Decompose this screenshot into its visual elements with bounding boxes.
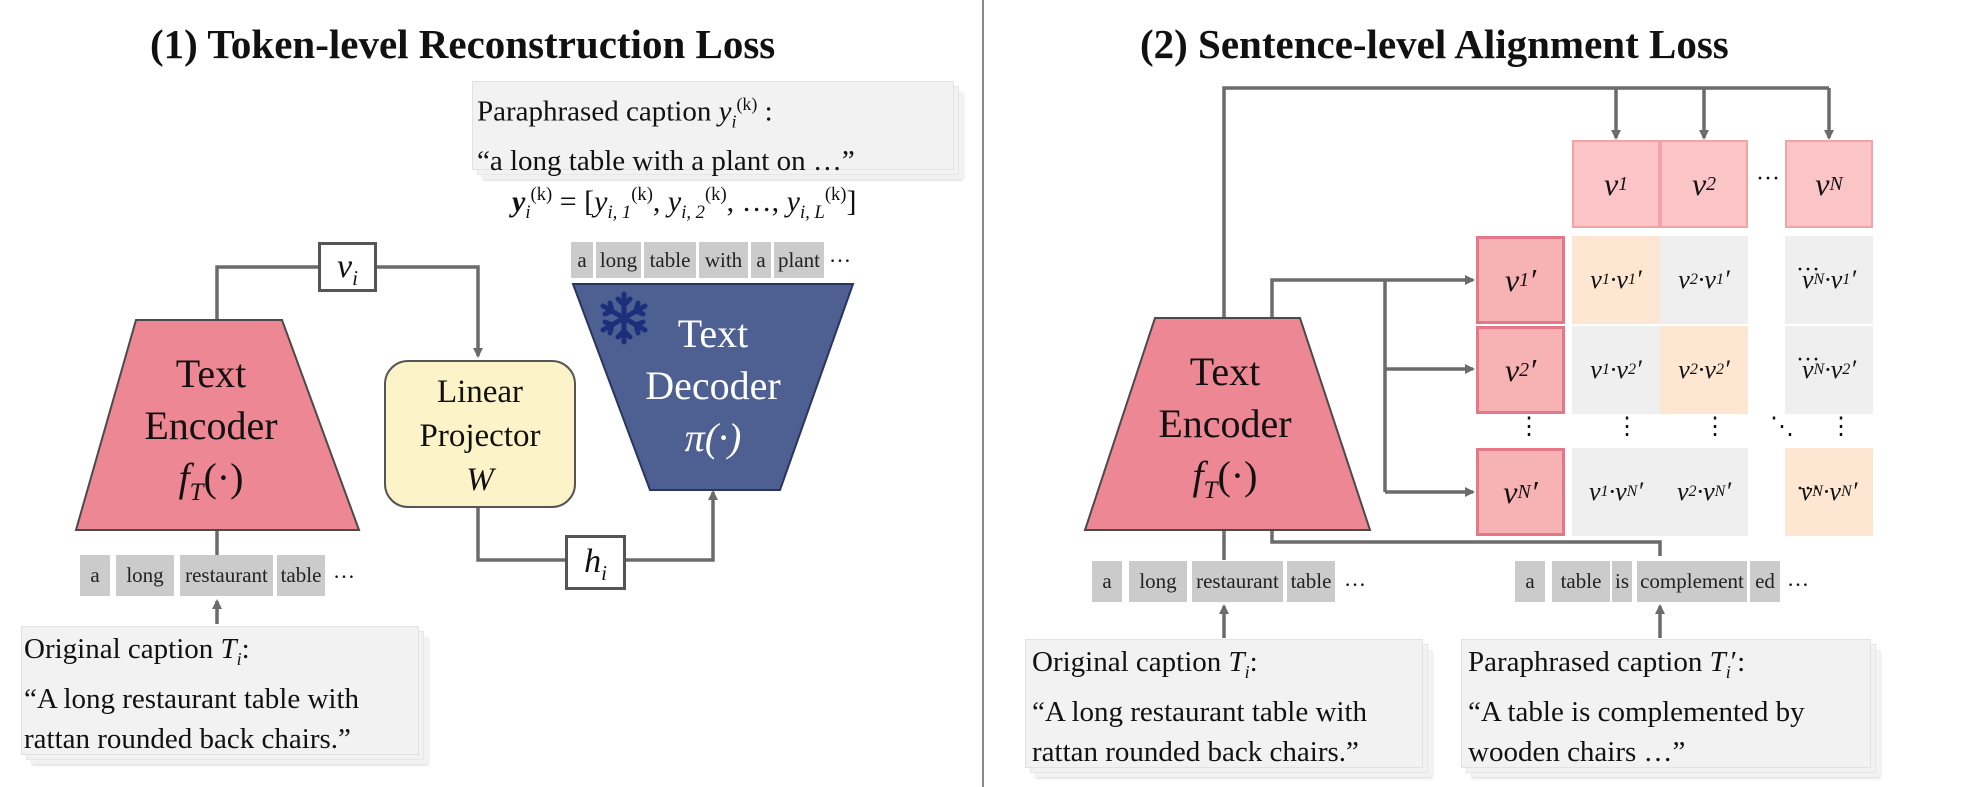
decoder-token: plant	[774, 242, 824, 278]
top-vector-hdots: ···	[1756, 166, 1780, 192]
left-panel-title: (1) Token-level Reconstruction Loss	[150, 21, 776, 67]
text-encoder-shape-left	[74, 319, 361, 531]
original-tokens-ellipsis: …	[1344, 566, 1366, 591]
encoder-to-paraphrase-tokens-line	[1270, 530, 1662, 556]
matrix-vdots: ⋮	[1703, 414, 1727, 440]
original-caption-card-left: Original caption Ti: “A long restaurant …	[22, 627, 428, 764]
paraphrased-caption-card: Paraphrased caption yi(k) : “a long tabl…	[473, 82, 963, 179]
snowflake-icon	[596, 290, 652, 351]
vi-to-projector-arrow	[377, 265, 483, 358]
hi-to-decoder-arrow	[626, 490, 718, 562]
paraphrase-token: ed	[1750, 561, 1780, 602]
paraphrase-token: is	[1612, 561, 1632, 602]
row-vector-vdots: ⋮	[1517, 414, 1541, 440]
input-token: restaurant	[180, 555, 273, 596]
paraphrased-caption-text: “a long table with a plant on …”	[477, 145, 855, 178]
target-sequence-equation: yi(k) = [yi, 1(k), yi, 2(k), …, yi, L(k)…	[512, 184, 857, 223]
paraphrase-token: complement	[1637, 561, 1747, 602]
right-panel-title: (2) Sentence-level Alignment Loss	[1140, 21, 1729, 67]
text-decoder-shape	[571, 283, 855, 491]
matrix-hdots: ···	[1796, 257, 1820, 283]
decoder-tokens-ellipsis: …	[829, 242, 851, 267]
input-token: long	[116, 555, 174, 596]
original-token: long	[1129, 561, 1187, 602]
original-token: a	[1092, 561, 1122, 602]
projector-to-hi-line	[476, 505, 565, 562]
paraphrased-caption-card-right: Paraphrased caption Ti′: “A table is com…	[1462, 640, 1880, 777]
matrix-hdots: ···	[1796, 476, 1820, 502]
paraphrased-caption-label: Paraphrased caption	[477, 95, 712, 128]
hi-hidden-box: hi	[565, 535, 626, 590]
encoder-to-vi-line	[215, 265, 318, 320]
decoder-token: with	[699, 242, 748, 278]
text-encoder-label-left: Text Encoder fT(·)	[144, 351, 278, 506]
matrix-ddots: ⋱	[1770, 414, 1794, 440]
matrix-hdots: ···	[1796, 347, 1820, 373]
encoder-top-bus	[1222, 86, 1829, 318]
original-token: restaurant	[1192, 561, 1283, 602]
text-encoder-shape-right	[1083, 317, 1372, 531]
matrix-vdots: ⋮	[1829, 414, 1853, 440]
decoder-token: table	[644, 242, 696, 278]
paraphrase-token: table	[1552, 561, 1610, 602]
decoder-token: a	[751, 242, 771, 278]
decoder-token: long	[596, 242, 641, 278]
text-encoder-label-right: Text Encoder fT(·)	[1158, 349, 1292, 504]
input-tokens-ellipsis: …	[333, 558, 355, 583]
vi-embedding-box: vi	[318, 242, 377, 292]
linear-projector-box: Linear Projector W	[384, 360, 576, 508]
paraphrase-tokens-ellipsis: …	[1787, 566, 1809, 591]
input-token: a	[80, 555, 110, 596]
paraphrase-token: a	[1515, 561, 1545, 602]
decoder-token: a	[571, 242, 593, 278]
original-token: table	[1287, 561, 1335, 602]
original-caption-card-right: Original caption Ti: “A long restaurant …	[1026, 640, 1432, 777]
input-token: table	[277, 555, 325, 596]
text-decoder-label: Text Decoder π(·)	[645, 311, 781, 460]
matrix-vdots: ⋮	[1615, 414, 1639, 440]
